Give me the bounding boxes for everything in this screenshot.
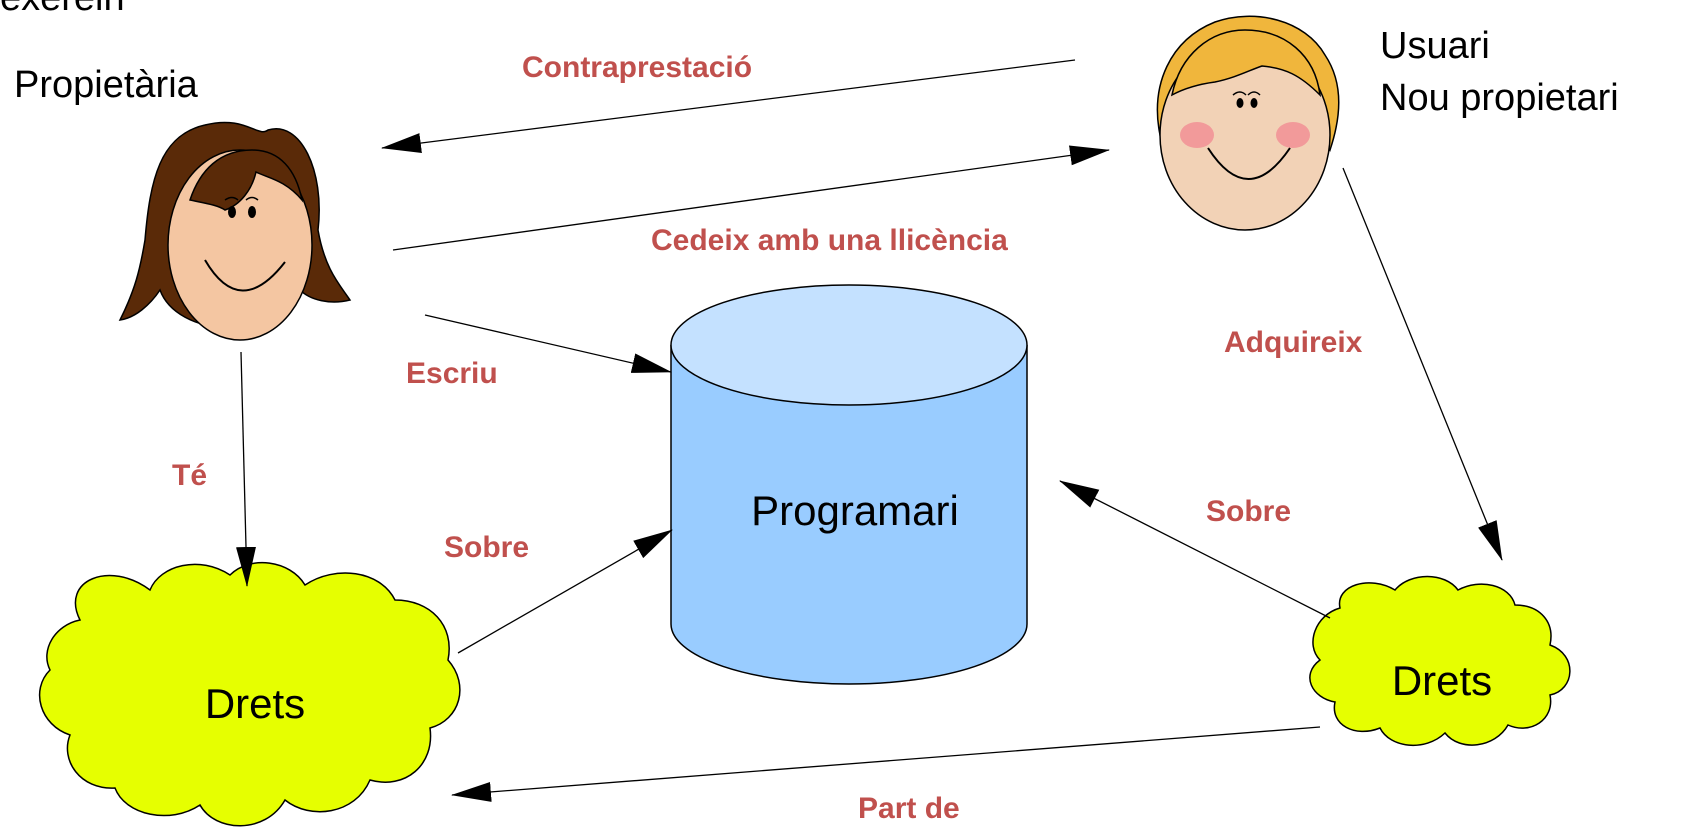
- edge-owner-rights-about: Sobre: [444, 529, 673, 654]
- edge-part-of-label: Part de: [858, 792, 960, 825]
- edge-part-of: Part de: [451, 726, 1321, 825]
- user-label-line2: Nou propietari: [1380, 77, 1619, 119]
- edge-acquires-label: Adquireix: [1224, 326, 1363, 359]
- edge-user-rights-about-label: Sobre: [1206, 495, 1291, 528]
- edge-user-rights-about: Sobre: [1059, 480, 1331, 619]
- user-avatar: [1156, 15, 1340, 231]
- edge-writes-label: Escriu: [406, 357, 498, 390]
- owner-rights-label: Drets: [205, 680, 305, 727]
- user-label: Usuari Nou propietari: [1380, 25, 1619, 119]
- cropped-title: exerein: [0, 0, 125, 19]
- user-rights-label: Drets: [1392, 657, 1492, 704]
- user-rights-cloud: Drets: [1309, 575, 1571, 746]
- owner-rights-cloud: Drets: [39, 561, 461, 827]
- edge-compensation-label: Contraprestació: [522, 51, 752, 84]
- software-cylinder: Programari: [670, 284, 1028, 685]
- edge-has-label: Té: [172, 459, 207, 492]
- owner-avatar: [118, 121, 352, 341]
- edge-license-label: Cedeix amb una llicència: [651, 224, 1008, 257]
- edge-compensation: Contraprestació: [381, 51, 1076, 154]
- edge-license: Cedeix amb una llicència: [392, 145, 1110, 257]
- owner-label: Propietària: [14, 64, 199, 106]
- edge-has: Té: [172, 351, 256, 587]
- software-label: Programari: [751, 487, 959, 534]
- user-label-line1: Usuari: [1380, 25, 1490, 67]
- edge-owner-rights-about-label: Sobre: [444, 531, 529, 564]
- edge-writes: Escriu: [406, 314, 672, 390]
- edge-acquires: Adquireix: [1224, 167, 1503, 561]
